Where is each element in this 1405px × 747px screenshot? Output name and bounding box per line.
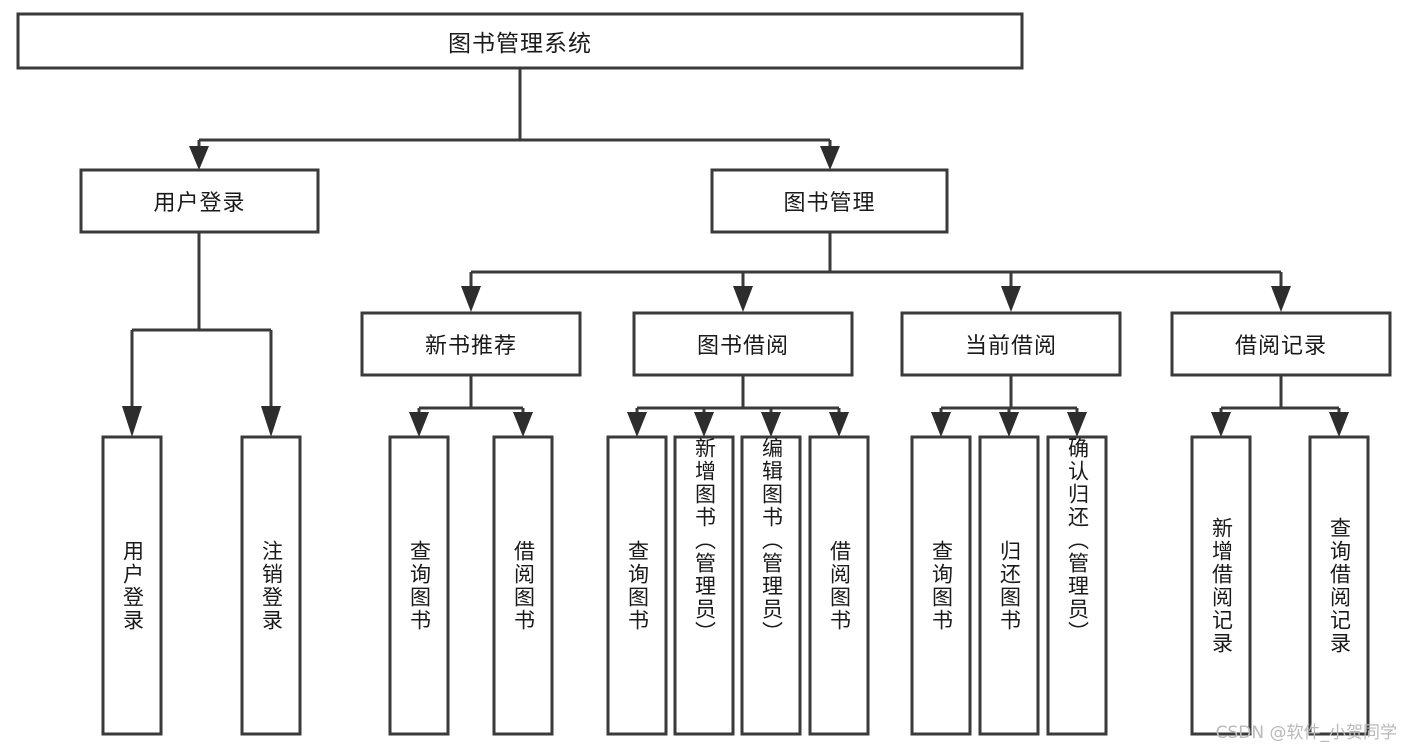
watermark-text: CSDN @软件_小贺同学	[1215, 723, 1397, 743]
node-box-borrow-record[interactable]	[1170, 311, 1392, 377]
node-box-leaf-add-record[interactable]	[1190, 435, 1252, 736]
arrowhead-book-manage	[820, 146, 840, 170]
node-box-leaf-user-login[interactable]	[101, 435, 163, 736]
node-box-book-manage[interactable]	[710, 168, 949, 234]
node-box-leaf-logout-login[interactable]	[240, 435, 302, 736]
arrowhead-book-borrow	[733, 286, 753, 312]
arrowhead-leaf-return-book	[999, 412, 1019, 437]
arrowhead-leaf-borrow-book-1	[513, 412, 533, 437]
arrowhead-leaf-confirm-return	[1067, 412, 1087, 437]
arrowhead-leaf-user-login	[122, 406, 142, 437]
node-box-leaf-confirm-return[interactable]	[1046, 435, 1108, 736]
node-box-leaf-borrow-book-2[interactable]	[808, 435, 870, 736]
node-box-user-login[interactable]	[79, 168, 320, 234]
arrowhead-leaf-edit-book	[761, 412, 781, 437]
arrowhead-leaf-logout-login	[261, 406, 281, 437]
node-box-leaf-add-book[interactable]	[673, 435, 735, 736]
connector-group-new-book-to-leaves	[409, 375, 533, 437]
arrowhead-current-borrow	[1001, 286, 1021, 312]
node-box-leaf-query-book-2[interactable]	[606, 435, 668, 736]
node-box-current-borrow[interactable]	[900, 311, 1122, 377]
arrowhead-leaf-query-record	[1329, 412, 1349, 437]
arrowhead-user-login	[189, 146, 209, 170]
connector-group-current-borrow-to-leaves	[931, 375, 1087, 437]
node-box-root[interactable]	[16, 12, 1024, 70]
connector-group-user-login-to-leaves	[122, 232, 281, 437]
node-box-leaf-edit-book[interactable]	[740, 435, 802, 736]
arrowhead-leaf-query-book-1	[409, 412, 429, 437]
arrowhead-leaf-add-book	[694, 412, 714, 437]
node-box-leaf-query-book-3[interactable]	[910, 435, 972, 736]
connector-group-book-borrow-to-leaves	[627, 375, 849, 437]
connector-group-root-to-level2	[189, 68, 840, 170]
arrowhead-borrow-record	[1271, 286, 1291, 312]
node-box-leaf-borrow-book-1[interactable]	[492, 435, 554, 736]
arrowhead-new-book-recommend	[461, 286, 481, 312]
arrowhead-leaf-query-book-3	[931, 412, 951, 437]
node-box-leaf-return-book[interactable]	[978, 435, 1040, 736]
arrowhead-leaf-add-record	[1211, 412, 1231, 437]
connector-group-borrow-record-to-leaves	[1211, 375, 1349, 437]
node-box-book-borrow[interactable]	[632, 311, 854, 377]
node-box-leaf-query-record[interactable]	[1308, 435, 1370, 736]
node-box-leaf-query-book-1[interactable]	[388, 435, 450, 736]
arrowhead-leaf-query-book-2	[627, 412, 647, 437]
node-box-new-book-recommend[interactable]	[360, 311, 582, 377]
connector-group-book-manage-to-level3	[461, 232, 1291, 312]
arrowhead-leaf-borrow-book-2	[829, 412, 849, 437]
